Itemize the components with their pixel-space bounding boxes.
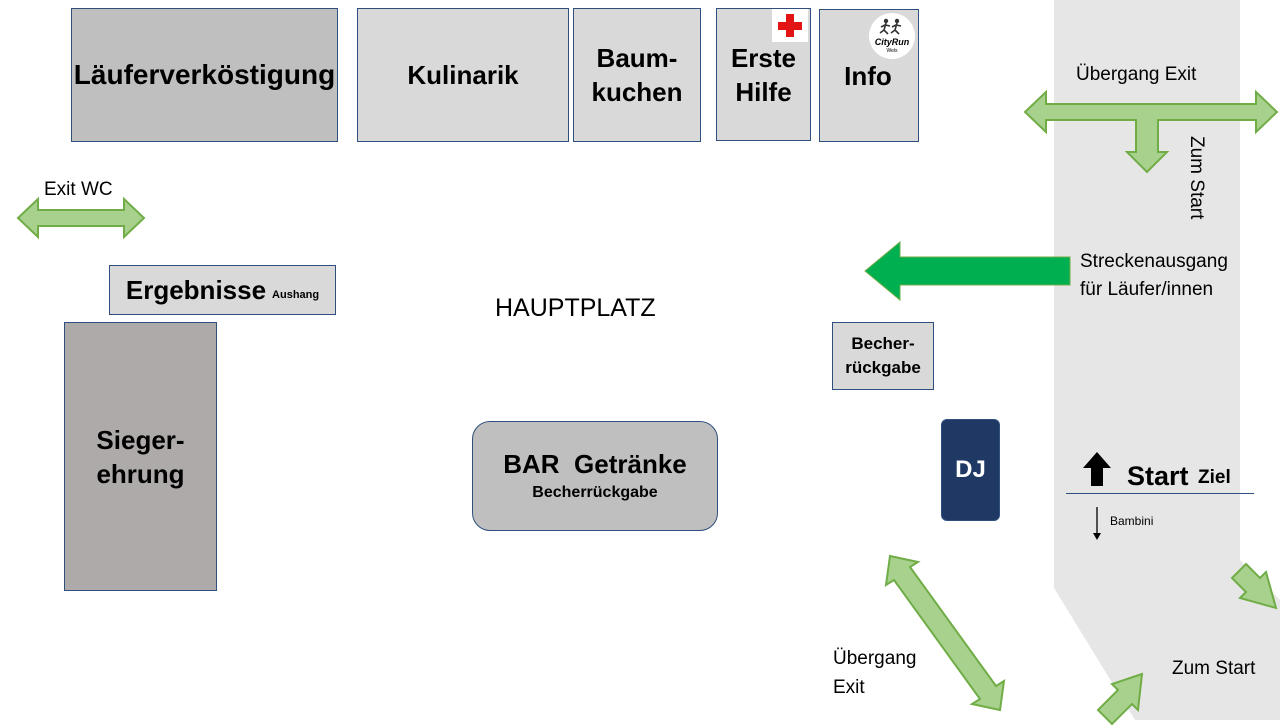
becherrueckgabe-station: Becher- rückgabe (832, 322, 934, 390)
stand-kulinarik-label: Kulinarik (407, 60, 519, 90)
streckenausgang-arrow (864, 240, 1071, 302)
aushang-label: Aushang (272, 289, 320, 301)
cityrun-logo-subtext: Wels (886, 48, 898, 54)
start-label: Start (1127, 461, 1189, 491)
zum-start-bottom-label: Zum Start (1172, 658, 1256, 679)
bar-becherrueckgabe-label: Becherrückgabe (532, 484, 658, 501)
zum-start-right-arrow (1230, 562, 1278, 610)
dj-label: DJ (955, 456, 986, 483)
ziel-label: Ziel (1198, 467, 1231, 488)
hauptplatz-label: HAUPTPLATZ (495, 294, 656, 322)
streckenausgang-label-1: Streckenausgang (1080, 251, 1228, 272)
zum-start-vertical-label: Zum Start (1186, 136, 1207, 220)
runners-icon (879, 18, 902, 35)
stand-erste-hilfe-label-2: Hilfe (735, 76, 792, 107)
cityrun-logo: CityRun Wels (869, 13, 915, 59)
siegerehrung-label-2: ehrung (96, 458, 185, 489)
streckenausgang-label-2: für Läufer/innen (1080, 279, 1214, 300)
bar-getraenke: BAR Getränke Becherrückgabe (472, 421, 718, 531)
uebergang-exit-bottom-label-2: Exit (833, 677, 865, 698)
stand-info-label: Info (844, 60, 892, 91)
uebergang-exit-top-arrows (1023, 89, 1279, 174)
uebergang-exit-bottom-label-1: Übergang (833, 648, 917, 669)
stand-kulinarik: Kulinarik (357, 8, 569, 142)
stand-baumkuchen-label-2: kuchen (591, 77, 683, 107)
bar-getraenke-label: BAR Getränke (503, 449, 687, 479)
stand-baumkuchen-label-1: Baum- (596, 43, 678, 73)
cityrun-logo-text: CityRun (874, 37, 910, 47)
becherrueckgabe-label-2: rückgabe (845, 358, 921, 377)
start-finish-line (1066, 493, 1254, 494)
uebergang-exit-top-label: Übergang Exit (1076, 64, 1197, 85)
up-arrow-icon (1083, 452, 1111, 486)
becherrueckgabe-label-1: Becher- (851, 334, 915, 353)
dj-booth: DJ (941, 419, 1000, 521)
zum-start-bottom-arrow (1096, 672, 1144, 726)
street-area (1054, 0, 1280, 720)
ergebnisse-board: Ergebnisse Aushang (109, 265, 336, 315)
bambini-label: Bambini (1110, 514, 1154, 528)
exit-wc-label: Exit WC (44, 179, 113, 200)
bambini-down-arrow-icon (1093, 507, 1101, 540)
ergebnisse-label: Ergebnisse (125, 275, 267, 305)
exit-wc-double-arrow (16, 196, 146, 240)
siegerehrung-label-1: Sieger- (96, 424, 185, 455)
stand-baumkuchen: Baum- kuchen (573, 8, 701, 142)
red-cross-icon (772, 9, 808, 42)
siegerehrung-stage: Sieger- ehrung (64, 322, 217, 591)
stand-lauferverkostigung-label: Läuferverköstigung (73, 59, 336, 90)
stand-lauferverkostigung: Läuferverköstigung (71, 8, 338, 142)
uebergang-exit-bottom-diagonal-arrow (884, 554, 1006, 712)
stand-erste-hilfe-label-1: Erste (730, 42, 797, 73)
